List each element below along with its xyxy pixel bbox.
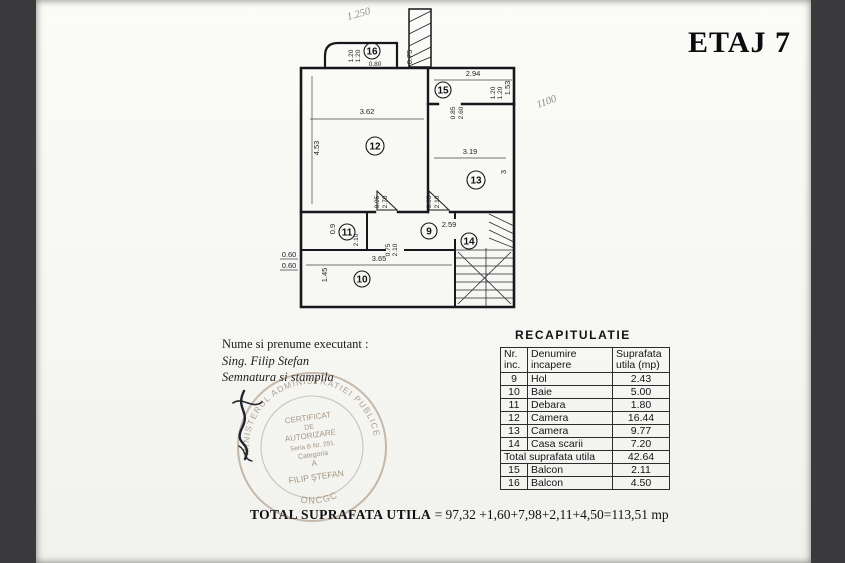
cell-nr: 16	[500, 476, 528, 490]
floor-title: ETAJ 7	[688, 26, 791, 59]
cell-area: 2.11	[612, 463, 670, 477]
cell-name: Debara	[527, 398, 613, 412]
cell-nr: 13	[500, 424, 528, 438]
cell-name: Balcon	[527, 463, 613, 477]
cell-name: Balcon	[527, 476, 613, 490]
cell-area: 7.20	[612, 437, 670, 451]
grand-total-value: = 97,32 +1,60+7,98+2,11+4,50=113,51 mp	[431, 507, 669, 522]
cell-nr: 12	[500, 411, 528, 425]
cell-name: Camera	[527, 411, 613, 425]
table-row: 15 Balcon 2.11	[500, 463, 670, 477]
table-row: 12 Camera 16.44	[500, 411, 670, 425]
cell-area: 16.44	[612, 411, 670, 425]
table-row: 14 Casa scarii 7.20	[500, 437, 670, 451]
cell-name: Baie	[527, 385, 613, 399]
cell-nr: 10	[500, 385, 528, 399]
table-row: 13 Camera 9.77	[500, 424, 670, 438]
cell-total-label: Total suprafata utila	[500, 450, 613, 464]
cell-nr: 15	[500, 463, 528, 477]
cell-name: Hol	[527, 372, 613, 386]
table-row: 10 Baie 5.00	[500, 385, 670, 399]
cell-nr: 11	[500, 398, 528, 412]
grand-total-line: TOTAL SUPRAFATA UTILA = 97,32 +1,60+7,98…	[250, 507, 669, 523]
executant-label: Nume si prenume executant :	[222, 337, 369, 351]
cell-area: 9.77	[612, 424, 670, 438]
document-page: ETAJ 7 Nume si prenume executant : Sing.…	[36, 0, 811, 563]
signature-caption: Semnatura si stampila	[222, 370, 334, 384]
grand-total-label: TOTAL SUPRAFATA UTILA	[250, 507, 432, 522]
executant-block: Nume si prenume executant : Sing. Filip …	[222, 336, 368, 386]
recap-title: RECAPITULATIE	[515, 328, 631, 342]
header-row: Nr. inc. Denumire incapere Suprafata uti…	[500, 347, 670, 373]
executant-name: Sing. Filip Stefan	[222, 353, 310, 368]
cell-name: Camera	[527, 424, 613, 438]
recap-table: Nr. inc. Denumire incapere Suprafata uti…	[500, 347, 670, 490]
col-header-name: Denumire incapere	[527, 347, 613, 373]
table-row: 9 Hol 2.43	[500, 372, 670, 386]
cell-total-value: 42.64	[612, 450, 670, 464]
cell-area: 5.00	[612, 385, 670, 399]
cell-nr: 14	[500, 437, 528, 451]
table-total-row: Total suprafata utila 42.64	[500, 450, 670, 464]
cell-nr: 9	[500, 372, 528, 386]
col-header-area: Suprafata utila (mp)	[612, 347, 670, 373]
cell-area: 4.50	[612, 476, 670, 490]
cell-area: 1.80	[612, 398, 670, 412]
cell-area: 2.43	[612, 372, 670, 386]
table-row: 11 Debara 1.80	[500, 398, 670, 412]
table-row: 16 Balcon 4.50	[500, 476, 670, 490]
cell-name: Casa scarii	[527, 437, 613, 451]
col-header-nr: Nr. inc.	[500, 347, 528, 373]
